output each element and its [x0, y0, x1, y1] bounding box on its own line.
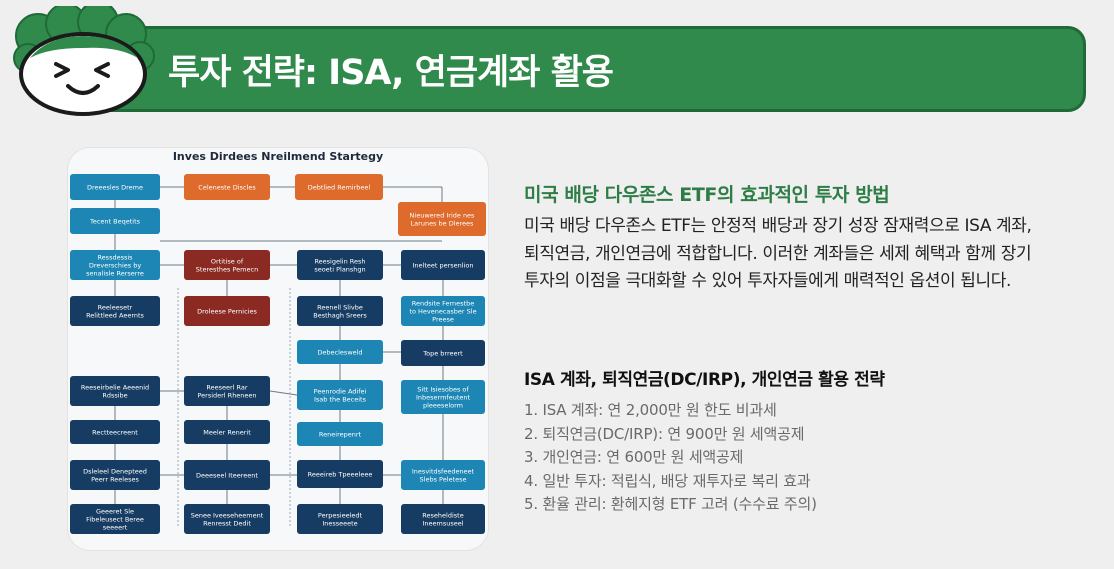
flowchart-box-label: Reeeireb Tpeeeleee — [308, 471, 373, 479]
flowchart-box — [297, 422, 383, 446]
flowchart-box — [70, 420, 160, 444]
flowchart-box-label: Reneirepenrt — [319, 431, 362, 439]
flowchart-box-label: Debeclesweld — [317, 349, 362, 357]
flowchart-box-label: Tope brreert — [422, 350, 463, 358]
flowchart-box — [184, 504, 270, 534]
strategy-title: ISA 계좌, 퇴직연금(DC/IRP), 개인연금 활용 전략 — [524, 370, 885, 390]
flowchart-box — [70, 174, 160, 200]
flowchart-box — [184, 250, 270, 280]
page-title: 투자 전략: ISA, 연금계좌 활용 — [168, 53, 614, 93]
flowchart-box — [401, 460, 485, 490]
flowchart-box-label: Deeeseel Iteereent — [196, 472, 258, 480]
flowchart-box — [401, 504, 485, 534]
flowchart-box — [297, 380, 383, 410]
flowchart-diagram: Inves Dirdees Nreilmend StartegyDreeesle… — [70, 150, 486, 534]
flowchart-box-label: Dreeesles Dreme — [87, 184, 143, 192]
flowchart-box — [401, 340, 485, 366]
flowchart-box — [184, 376, 270, 406]
flowchart-box — [70, 296, 160, 326]
strategy-item: 1. ISA 계좌: 연 2,000만 원 한도 비과세 — [524, 401, 777, 419]
flowchart-box — [297, 296, 383, 326]
flowchart-box-label: Inelteet persenlion — [412, 262, 473, 270]
flowchart-box — [401, 296, 485, 326]
flowchart-box — [70, 250, 160, 280]
strategy-item: 3. 개인연금: 연 600만 원 세액공제 — [524, 448, 744, 466]
flowchart-box-label: Meeler Renerit — [203, 429, 251, 437]
flowchart-box — [184, 460, 270, 490]
strategy-item: 5. 환율 관리: 환헤지형 ETF 고려 (수수료 주의) — [524, 495, 817, 513]
strategy-item: 4. 일반 투자: 적립식, 배당 재투자로 복리 효과 — [524, 471, 811, 490]
flowchart-box-label: Tecent Beqetits — [89, 218, 141, 226]
flowchart-box — [398, 202, 486, 236]
flowchart-box — [401, 380, 485, 414]
flowchart-box-label: Debtlied Remirbeel — [308, 184, 371, 192]
flowchart-box — [184, 296, 270, 326]
flowchart-box-label: Rectteecreent — [92, 429, 138, 437]
strategy-item: 2. 퇴직연금(DC/IRP): 연 900만 원 세액공제 — [524, 424, 805, 443]
strategy-list: 1. ISA 계좌: 연 2,000만 원 한도 비과세 2. 퇴직연금(DC/… — [524, 399, 817, 517]
mascot-icon — [13, 6, 155, 116]
flowchart-box — [70, 376, 160, 406]
flowchart-box — [297, 340, 383, 364]
flowchart-box — [184, 420, 270, 444]
flowchart-box — [297, 250, 383, 280]
flowchart-box-label: Celeneste Discles — [198, 184, 256, 192]
section-body: 미국 배당 다우존스 ETF는 안정적 배당과 장기 성장 잠재력으로 ISA … — [524, 216, 1032, 291]
flowchart-box — [295, 174, 383, 200]
header-banner — [60, 26, 1086, 112]
flowchart-box — [297, 460, 383, 488]
flowchart-box-label: Droleese Pernicies — [197, 308, 257, 316]
flowchart-box — [70, 208, 160, 234]
flowchart-box — [297, 504, 383, 534]
flowchart-box — [184, 174, 270, 200]
flowchart-box — [401, 250, 485, 280]
section-title: 미국 배당 다우존스 ETF의 효과적인 투자 방법 — [524, 184, 890, 206]
flowchart-title: Inves Dirdees Nreilmend Startegy — [173, 150, 383, 163]
flowchart-box — [70, 460, 160, 490]
flowchart-box — [70, 504, 160, 534]
